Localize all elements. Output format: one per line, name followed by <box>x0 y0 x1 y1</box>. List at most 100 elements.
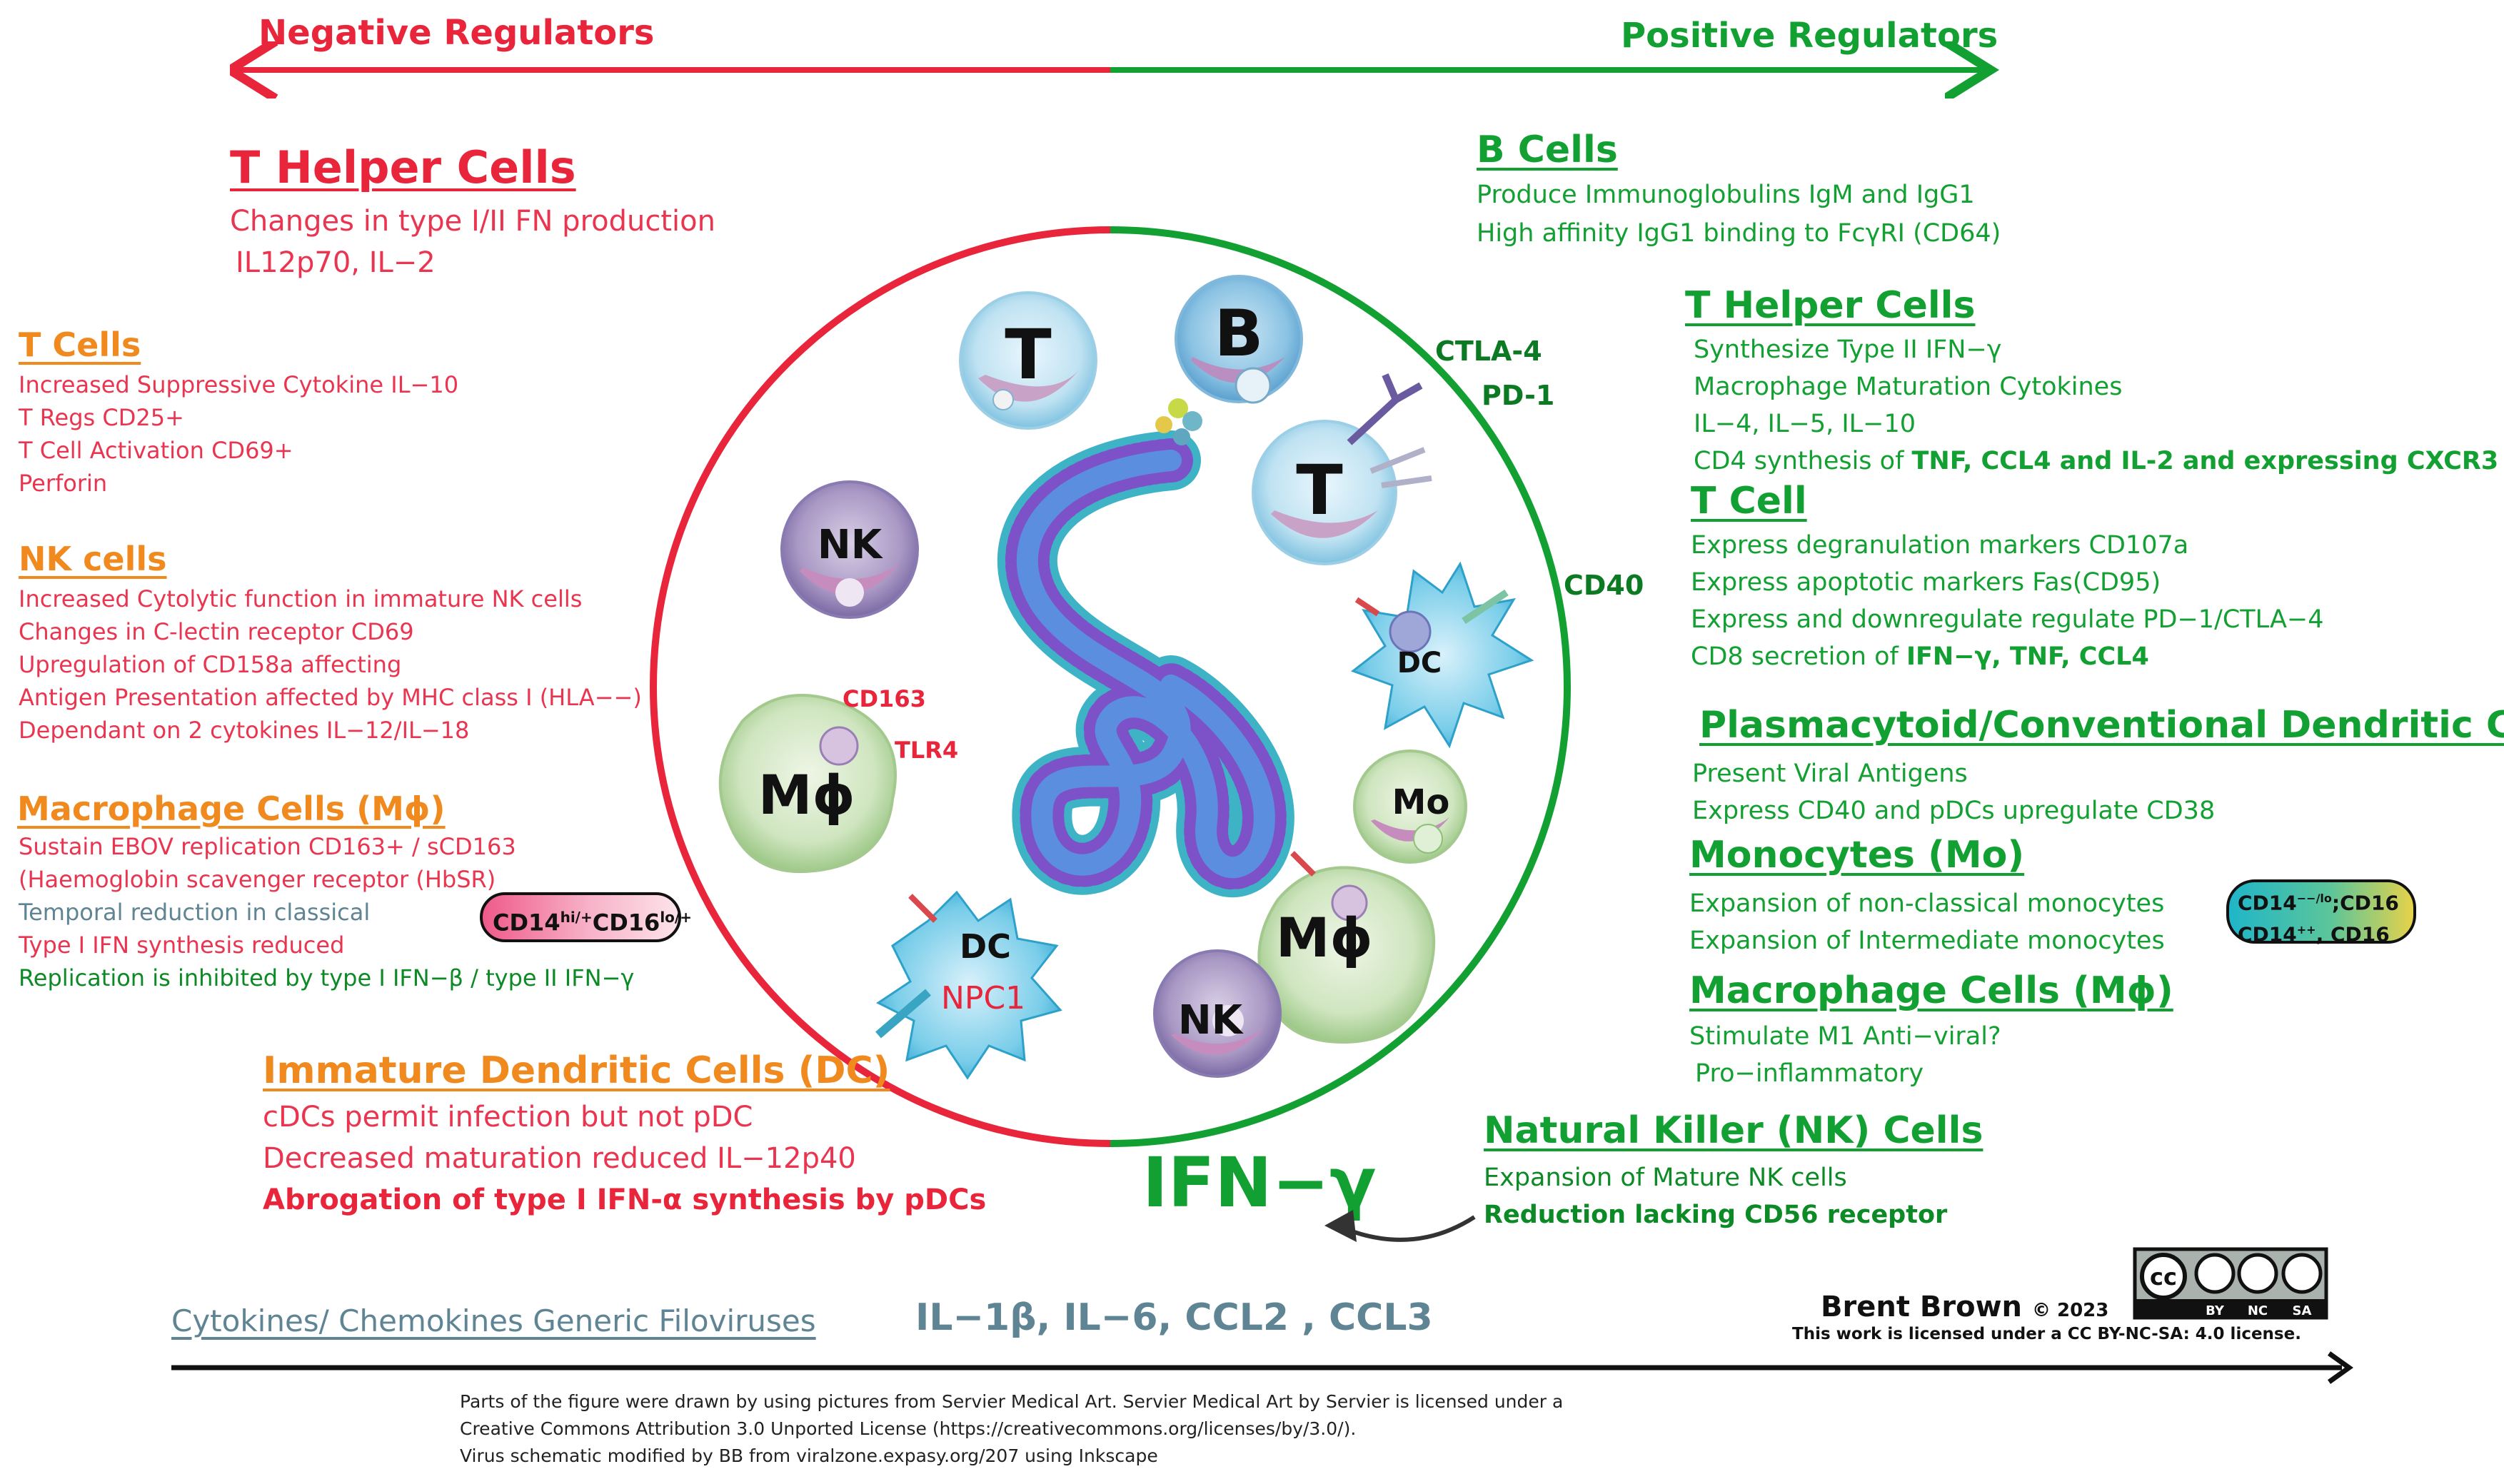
cc-sa-label: SA <box>2293 1303 2312 1318</box>
list-item: Increased Cytolytic function in immature… <box>19 585 583 612</box>
left-dc-list: cDCs permit infection but not pDC Decrea… <box>263 1096 986 1221</box>
label-ctla4: CTLA-4 <box>1435 335 1542 367</box>
badge-cd14: CD14 <box>493 909 560 937</box>
list-item: Expansion of Intermediate monocytes <box>1689 927 2165 955</box>
badge-l1a-sup: −−/lo <box>2296 892 2332 905</box>
right-tcell-title: T Cell <box>1691 480 1807 523</box>
left-tcells-title: T Cells <box>19 325 141 364</box>
license-text: This work is licensed under a CC BY-NC-S… <box>1792 1325 2301 1343</box>
cell-mac1-label: Mϕ <box>758 763 855 827</box>
list-item: Express apoptotic markers Fas(CD95) <box>1691 568 2161 597</box>
cell-mac-left <box>718 694 897 874</box>
list-item: Upregulation of CD158a affecting <box>19 651 402 678</box>
left-nk-list: Increased Cytolytic function in immature… <box>19 582 642 747</box>
right-mo-title: Monocytes (Mo) <box>1689 834 2025 877</box>
left-mac-title: Macrophage Cells (Mϕ) <box>17 789 446 828</box>
label-npc1: NPC1 <box>941 980 1025 1016</box>
cell-nk1-label: NK <box>818 522 884 568</box>
list-item: Perforin <box>19 470 108 497</box>
list-item: Sustain EBOV replication CD163+ / sCD163 <box>19 833 516 860</box>
left-th-line-1: Changes in type I/II FN production <box>230 205 715 238</box>
cc-by-label: BY <box>2206 1303 2225 1318</box>
right-dc-title: Plasmacytoid/Conventional Dendritic Cell <box>1699 704 2504 747</box>
left-th-title: T Helper Cells <box>230 141 576 193</box>
cell-dc-right <box>1350 561 1534 749</box>
cell-dc2-label: DC <box>960 927 1011 966</box>
ebola-virus-icon <box>997 430 1294 897</box>
list-item: High affinity IgG1 binding to FcγRI (CD6… <box>1477 219 2001 248</box>
credit-line: Virus schematic modified by BB from vira… <box>460 1445 1158 1466</box>
positive-regulators-title: Positive Regulators <box>1621 16 1998 56</box>
author-name: Brent Brown <box>1821 1291 2022 1323</box>
right-nk-list: Expansion of Mature NK cells Reduction l… <box>1484 1159 1947 1233</box>
cell-b-label: B <box>1215 296 1264 371</box>
list-item: Produce Immunoglobulins IgM and IgG1 <box>1477 181 1975 209</box>
right-mac-list: Stimulate M1 Anti−viral? Pro−inflammator… <box>1689 1018 2001 1092</box>
list-item: Stimulate M1 Anti−viral? <box>1689 1022 2001 1051</box>
author-year: © 2023 <box>2031 1300 2109 1321</box>
ifn-gamma-label: IFN−γ <box>1142 1143 1376 1223</box>
list-item: Replication is inhibited by type I IFN−β… <box>19 964 635 991</box>
svg-text:cc: cc <box>2150 1263 2177 1291</box>
label-pd1: PD-1 <box>1482 380 1554 411</box>
badge-l1a: CD14 <box>2238 891 2297 915</box>
right-b-list: Produce Immunoglobulins IgM and IgG1 Hig… <box>1477 176 2001 253</box>
badge-l2b: , CD16 <box>2316 922 2390 947</box>
central-circle <box>650 226 1571 1147</box>
list-item: Present Viral Antigens <box>1692 759 1968 788</box>
right-th-title: T Helper Cells <box>1685 284 1976 327</box>
cell-b <box>1155 275 1303 445</box>
list-item: Reduction lacking CD56 receptor <box>1484 1201 1948 1229</box>
cell-mo <box>1353 749 1467 864</box>
badge-cd16: CD16 <box>592 909 660 937</box>
bottom-axis-arrow <box>171 1351 2354 1384</box>
list-item: cDCs permit infection but not pDC <box>263 1101 753 1134</box>
list-item: Express degranulation markers CD107a <box>1691 531 2189 560</box>
cell-nk-right <box>1153 949 1282 1078</box>
badge-l1b: ;CD16 <box>2331 891 2399 915</box>
cell-t-left <box>959 291 1097 430</box>
list-item: Synthesize Type II IFN−γ <box>1694 335 2002 364</box>
left-mac-list: Sustain EBOV replication CD163+ / sCD163… <box>19 830 634 994</box>
list-item: Dependant on 2 cytokines IL−12/IL−18 <box>19 717 470 744</box>
th-last-bold: TNF, CCL4 and IL-2 and expressing CXCR3 <box>1911 447 2499 475</box>
receptor-icon <box>1347 373 1432 488</box>
list-item: T Regs CD25+ <box>19 404 184 431</box>
left-tcells-list: Increased Suppressive Cytokine IL−10 T R… <box>19 368 458 500</box>
list-item: (Haemoglobin scavenger receptor (HbSR) <box>19 866 496 893</box>
label-tlr4: TLR4 <box>895 737 958 764</box>
cell-dc1-label: DC <box>1397 647 1442 680</box>
list-item: Antigen Presentation affected by MHC cla… <box>19 684 642 711</box>
list-item: CD4 synthesis of TNF, CCL4 and IL-2 and … <box>1694 443 2498 480</box>
left-nk-title: NK cells <box>19 540 167 578</box>
cytokines-label: Cytokines/ Chemokines Generic Filoviruse… <box>171 1303 816 1338</box>
cell-t2-label: T <box>1296 450 1342 530</box>
left-th-line-2: IL12p70, IL−2 <box>236 246 436 279</box>
right-th-list: Synthesize Type II IFN−γ Macrophage Matu… <box>1694 331 2498 480</box>
badge-cd14-sup: hi/+ <box>560 909 593 926</box>
cell-nk-left <box>780 480 919 619</box>
badge-l2a-sup: ++ <box>2296 923 2316 937</box>
list-item: Express and downregulate regulate PD−1/C… <box>1691 605 2324 634</box>
cd14-cd16-badge-right: CD14−−/lo;CD16 CD14++, CD16 <box>2226 879 2416 947</box>
list-item: Temporal reduction in classical <box>19 899 371 926</box>
tcell-last-plain: CD8 secretion of <box>1691 642 1906 671</box>
cell-mo-label: Mo <box>1392 782 1450 822</box>
badge-cd16-sup: lo/+ <box>660 909 692 926</box>
cc-license-icon: cc BY NC SA <box>2133 1247 2328 1320</box>
cell-nk2-label: NK <box>1178 997 1245 1044</box>
cd14-cd16-badge-left: CD14hi/+CD16lo/+ <box>480 892 692 942</box>
list-item: IL−4, IL−5, IL−10 <box>1694 410 1916 438</box>
negative-regulators-title: Negative Regulators <box>258 13 655 53</box>
list-item: Macrophage Maturation Cytokines <box>1694 373 2123 401</box>
list-item: Expansion of non-classical monocytes <box>1689 889 2165 918</box>
right-dc-list: Present Viral Antigens Express CD40 and … <box>1692 755 2215 829</box>
badge-l2a: CD14 <box>2238 922 2297 947</box>
cc-nc-label: NC <box>2248 1303 2268 1318</box>
list-item: Type I IFN synthesis reduced <box>19 932 345 959</box>
cell-mac2-label: Mϕ <box>1276 906 1373 969</box>
list-item: Abrogation of type I IFN-α synthesis by … <box>263 1183 987 1216</box>
cell-mac-right <box>1257 851 1436 1044</box>
right-tcell-list: Express degranulation markers CD107a Exp… <box>1691 527 2324 675</box>
